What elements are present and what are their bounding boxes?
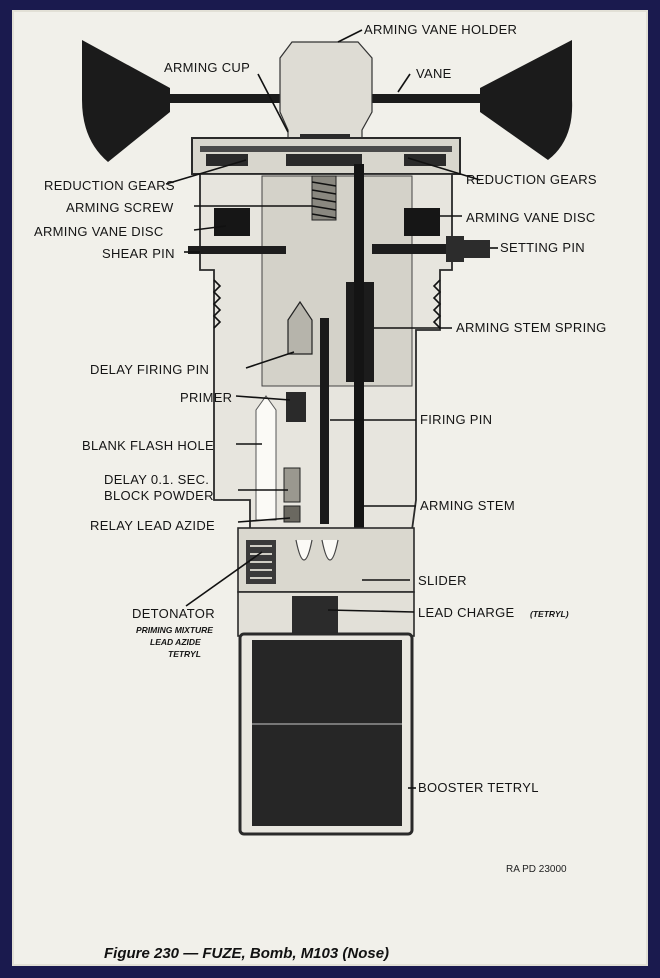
right-vane-arm [362,94,490,103]
label-lead-charge: LEAD CHARGE [418,605,515,620]
setting-pin-cap [464,240,490,258]
label-firing-pin: FIRING PIN [420,412,492,427]
body-threads-left [212,279,222,329]
label-lead-azide: LEAD AZIDE [150,637,201,647]
label-relay-lead-azide: RELAY LEAD AZIDE [90,518,215,533]
label-arming-cup: ARMING CUP [164,60,250,75]
setting-pin-head [446,236,464,262]
label-slider: SLIDER [418,573,467,588]
reduction-gear-right-shape [404,154,446,166]
label-block-powder: BLOCK POWDER [104,488,214,503]
right-vane-blade [480,40,573,160]
lead-charge-shape [292,596,338,636]
label-reduction-gears-right: REDUCTION GEARS [466,172,597,187]
arming-stem-shape [354,164,364,578]
label-shear-pin: SHEAR PIN [102,246,175,261]
arming-screw-threads [311,181,337,219]
inner-bore [261,175,413,387]
shear-pin-shape [188,246,286,254]
label-tetryl: TETRYL [168,649,201,659]
booster-tetryl-shape [252,640,402,826]
fuze-body [188,164,490,836]
label-arming-screw: ARMING SCREW [66,200,174,215]
blank-flash-hole-shape [255,395,277,521]
left-vane-arm [160,94,288,103]
label-lead-charge-note: (TETRYL) [530,609,569,619]
primer-shape [286,392,306,422]
arming-vane-holder-body [279,41,373,141]
body-threads-right [432,279,442,329]
gear-plate [200,146,452,152]
label-arming-vane-holder: ARMING VANE HOLDER [364,22,517,37]
label-delay-firing-pin: DELAY FIRING PIN [90,362,209,377]
setting-pin-shape [372,244,470,254]
left-vane-blade [82,40,170,162]
firing-pin-shape [320,318,329,524]
label-arming-vane-disc-right: ARMING VANE DISC [466,210,596,225]
label-detonator: DETONATOR [132,606,215,621]
figure-reference-number: RA PD 23000 [506,864,567,875]
reduction-gear-left-shape [206,154,248,166]
label-priming-mixture: PRIMING MIXTURE [136,625,213,635]
leader-lines [165,29,498,789]
label-reduction-gears-left: REDUCTION GEARS [44,178,175,193]
label-blank-flash-hole: BLANK FLASH HOLE [82,438,214,453]
gear-train-center [286,154,362,166]
label-arming-stem-spring: ARMING STEM SPRING [456,320,607,335]
fuze-head [191,137,461,175]
delay-firing-pin-shape [287,300,313,355]
label-delay-sec: DELAY 0.1. SEC. [104,472,209,487]
figure-caption: Figure 230 — FUZE, Bomb, M103 (Nose) [104,945,389,962]
vane-assembly [82,40,573,162]
relay-lead-azide-shape [283,505,301,523]
slider-cavities [295,539,339,561]
label-vane: VANE [416,66,452,81]
label-booster-tetryl: BOOSTER TETRYL [418,780,539,795]
label-primer: PRIMER [180,390,232,405]
label-setting-pin: SETTING PIN [500,240,585,255]
label-arming-stem: ARMING STEM [420,498,515,513]
arming-vane-disc-left-shape [214,208,250,236]
arming-vane-disc-right-shape [404,208,440,236]
label-arming-vane-disc-left: ARMING VANE DISC [34,224,164,239]
delay-block-powder-shape [283,467,301,503]
detonator-layers [250,545,272,579]
